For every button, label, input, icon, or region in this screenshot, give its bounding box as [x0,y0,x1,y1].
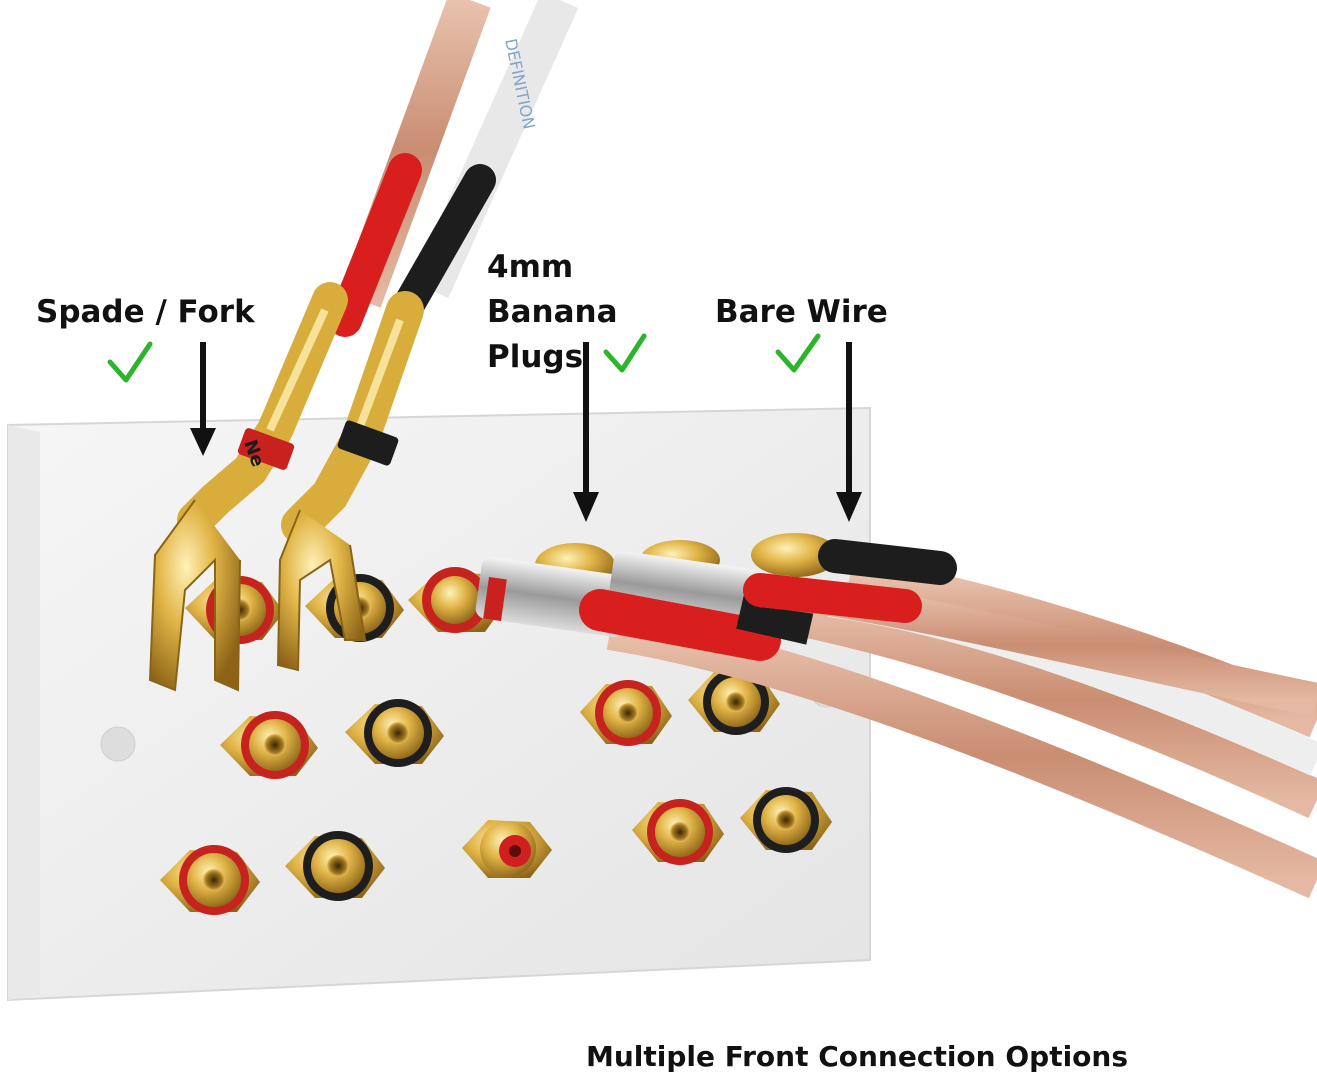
screw-hole [100,726,136,762]
arrow-down-icon [573,342,599,522]
binding-post-black [345,699,444,767]
label-banana-plugs: 4mm Banana Plugs [487,245,618,380]
label-bare-wire: Bare Wire [715,290,888,335]
binding-post-black [688,669,780,735]
arrow-down-icon [190,342,216,456]
arrow-down-icon [836,342,862,522]
label-spade-fork: Spade / Fork [36,290,255,335]
bare-wire-cables [743,539,1317,776]
label-bare-wire-text: Bare Wire [715,294,888,330]
check-icon [775,333,821,373]
spade-connector-black [276,291,424,672]
binding-post-red [160,845,260,915]
banana-plug-cables [475,551,1317,899]
rca-socket [462,820,552,878]
check-icon [107,341,153,383]
check-icon [603,333,647,373]
binding-post-red [220,711,318,779]
spade-fork-cables: DEFINITION Ne [148,0,579,692]
label-banana-line-1: 4mm [487,249,574,285]
spade-connector-red: Ne [148,282,348,692]
binding-post-red [632,799,724,865]
binding-post-black [285,831,385,901]
caption: Multiple Front Connection Options [586,1040,1129,1073]
label-banana-line-3: Plugs [487,338,584,375]
binding-post-red [580,680,672,746]
label-banana-line-2: Banana [487,293,618,330]
label-spade-fork-text: Spade / Fork [36,294,255,330]
binding-post-black [740,787,832,853]
